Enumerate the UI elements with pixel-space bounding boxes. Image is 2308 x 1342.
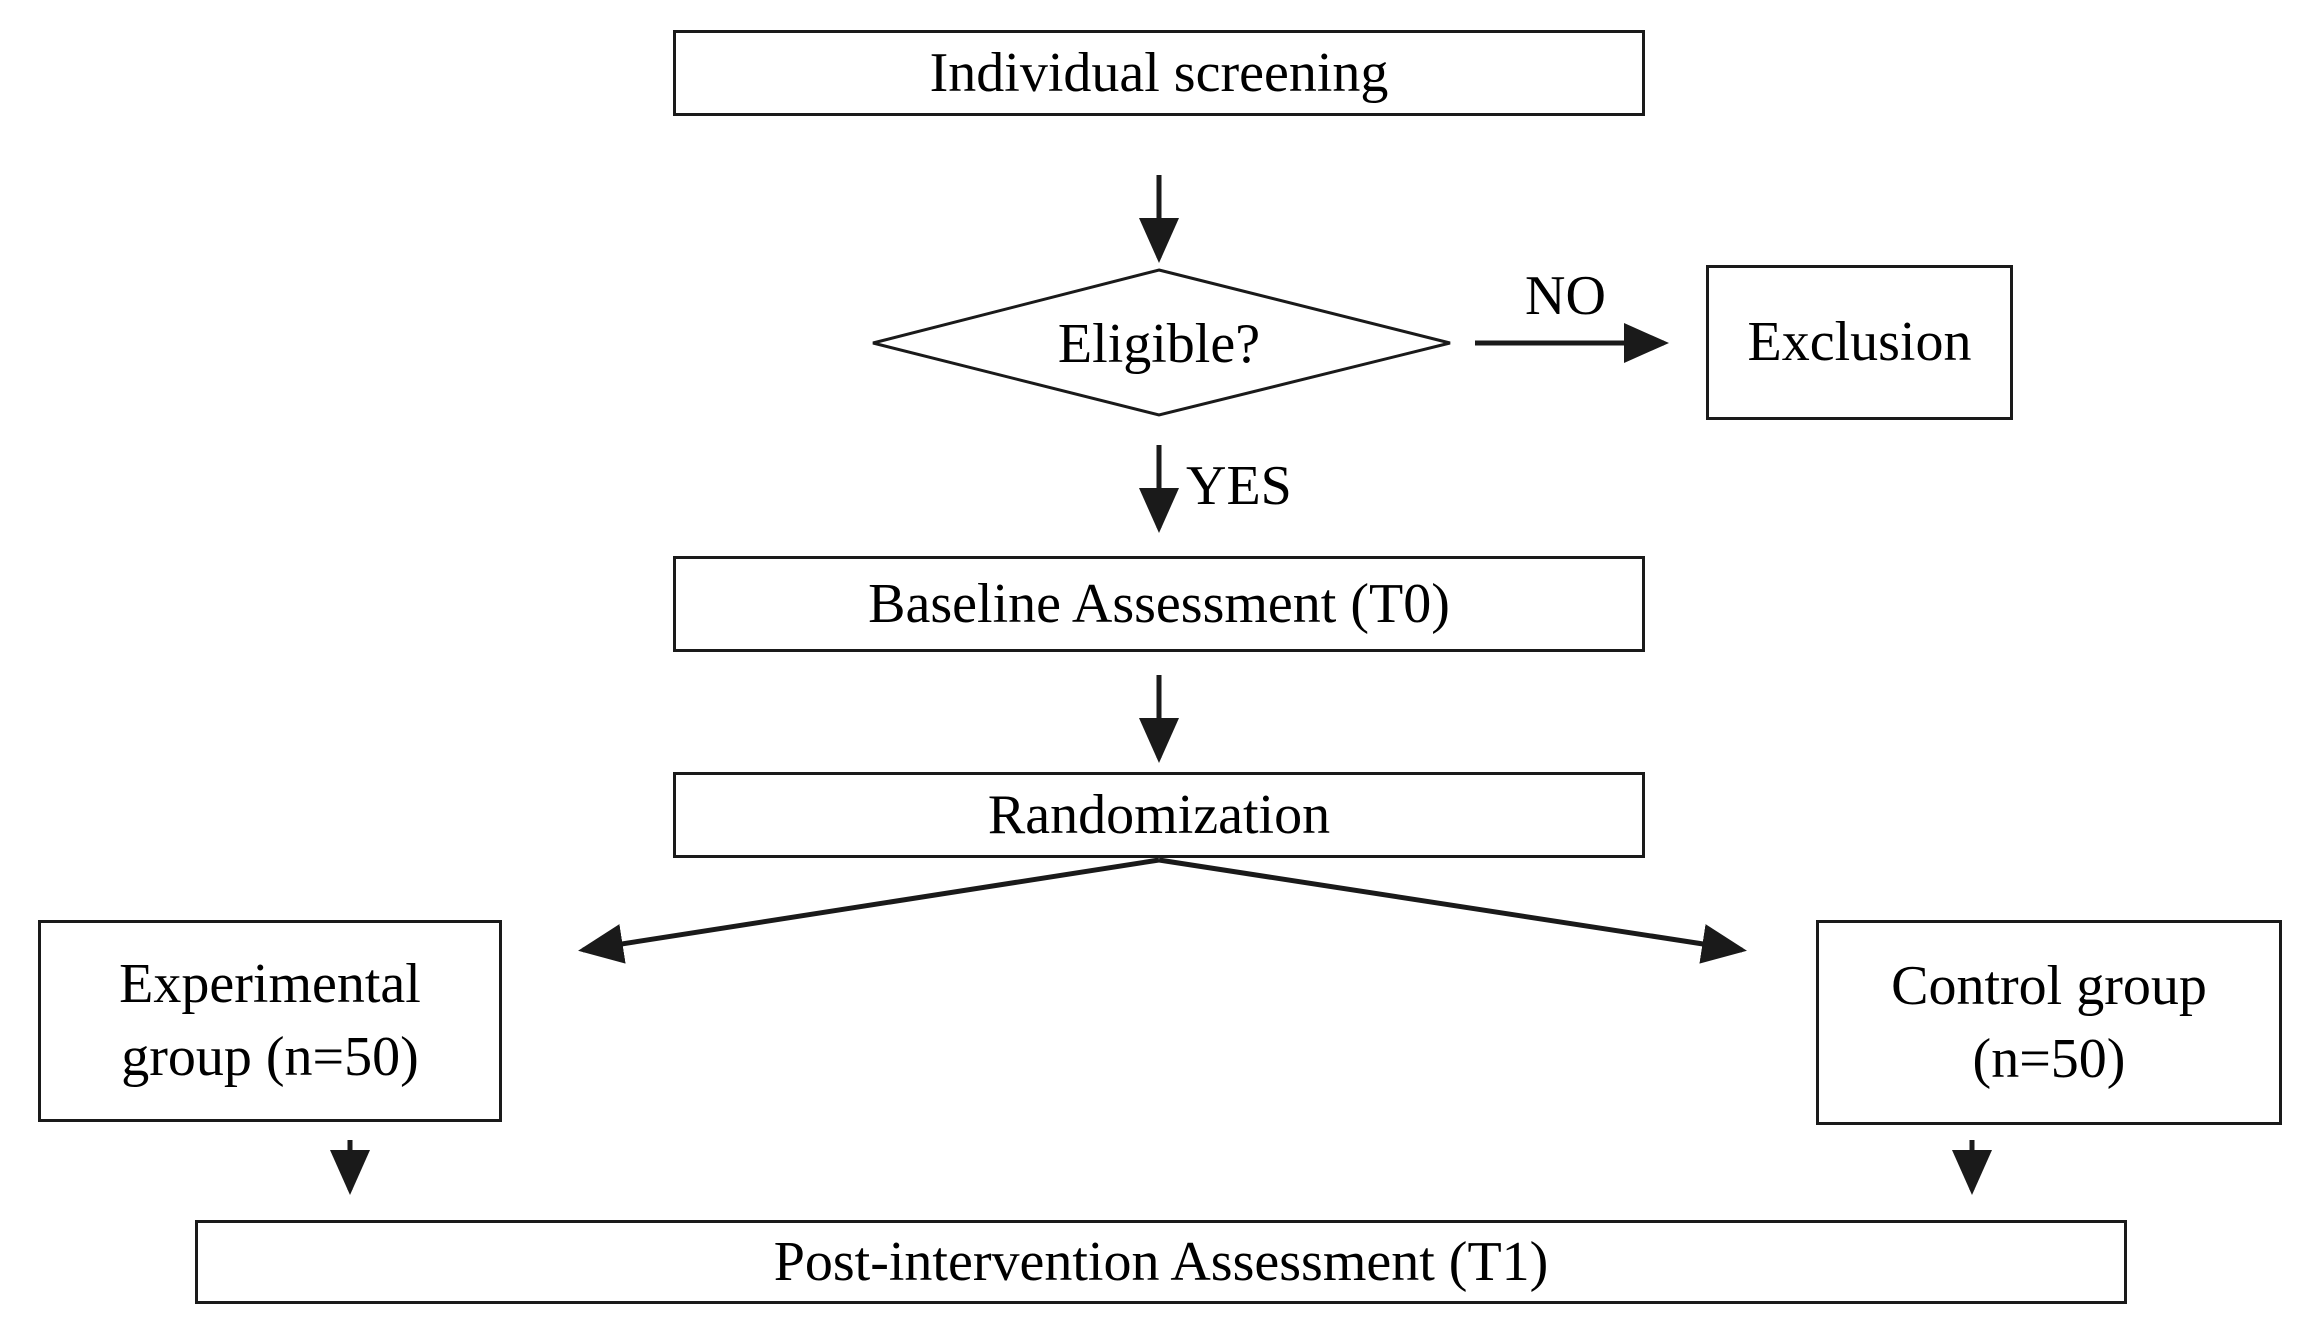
baseline-box: Baseline Assessment (T0) [673, 556, 1645, 652]
control-group-box: Control group (n=50) [1816, 920, 2282, 1125]
experimental-label-line2: group (n=50) [121, 1026, 419, 1088]
experimental-group-box: Experimental group (n=50) [38, 920, 502, 1122]
eligible-diamond [872, 268, 1451, 417]
randomization-label: Randomization [987, 783, 1331, 846]
experimental-label-line1: Experimental [119, 953, 421, 1016]
screening-box: Individual screening [673, 30, 1645, 116]
arrow-randomization-to-control [1158, 857, 1747, 964]
baseline-label: Baseline Assessment (T0) [868, 572, 1450, 635]
exclusion-box: Exclusion [1706, 265, 2013, 420]
post-intervention-box: Post-intervention Assessment (T1) [195, 1220, 2127, 1304]
randomization-box: Randomization [673, 772, 1645, 858]
yes-edge-label: YES [1186, 455, 1292, 517]
eligible-label: Eligible? [1057, 313, 1261, 375]
control-label-line1: Control group [1891, 954, 2207, 1017]
control-label-line2: (n=50) [1972, 1027, 2126, 1090]
screening-label: Individual screening [929, 41, 1389, 104]
post-intervention-label: Post-intervention Assessment (T1) [773, 1230, 1549, 1293]
arrow-randomization-to-experimental [578, 857, 1160, 964]
exclusion-label: Exclusion [1747, 311, 1972, 374]
no-edge-label: NO [1525, 265, 1606, 327]
